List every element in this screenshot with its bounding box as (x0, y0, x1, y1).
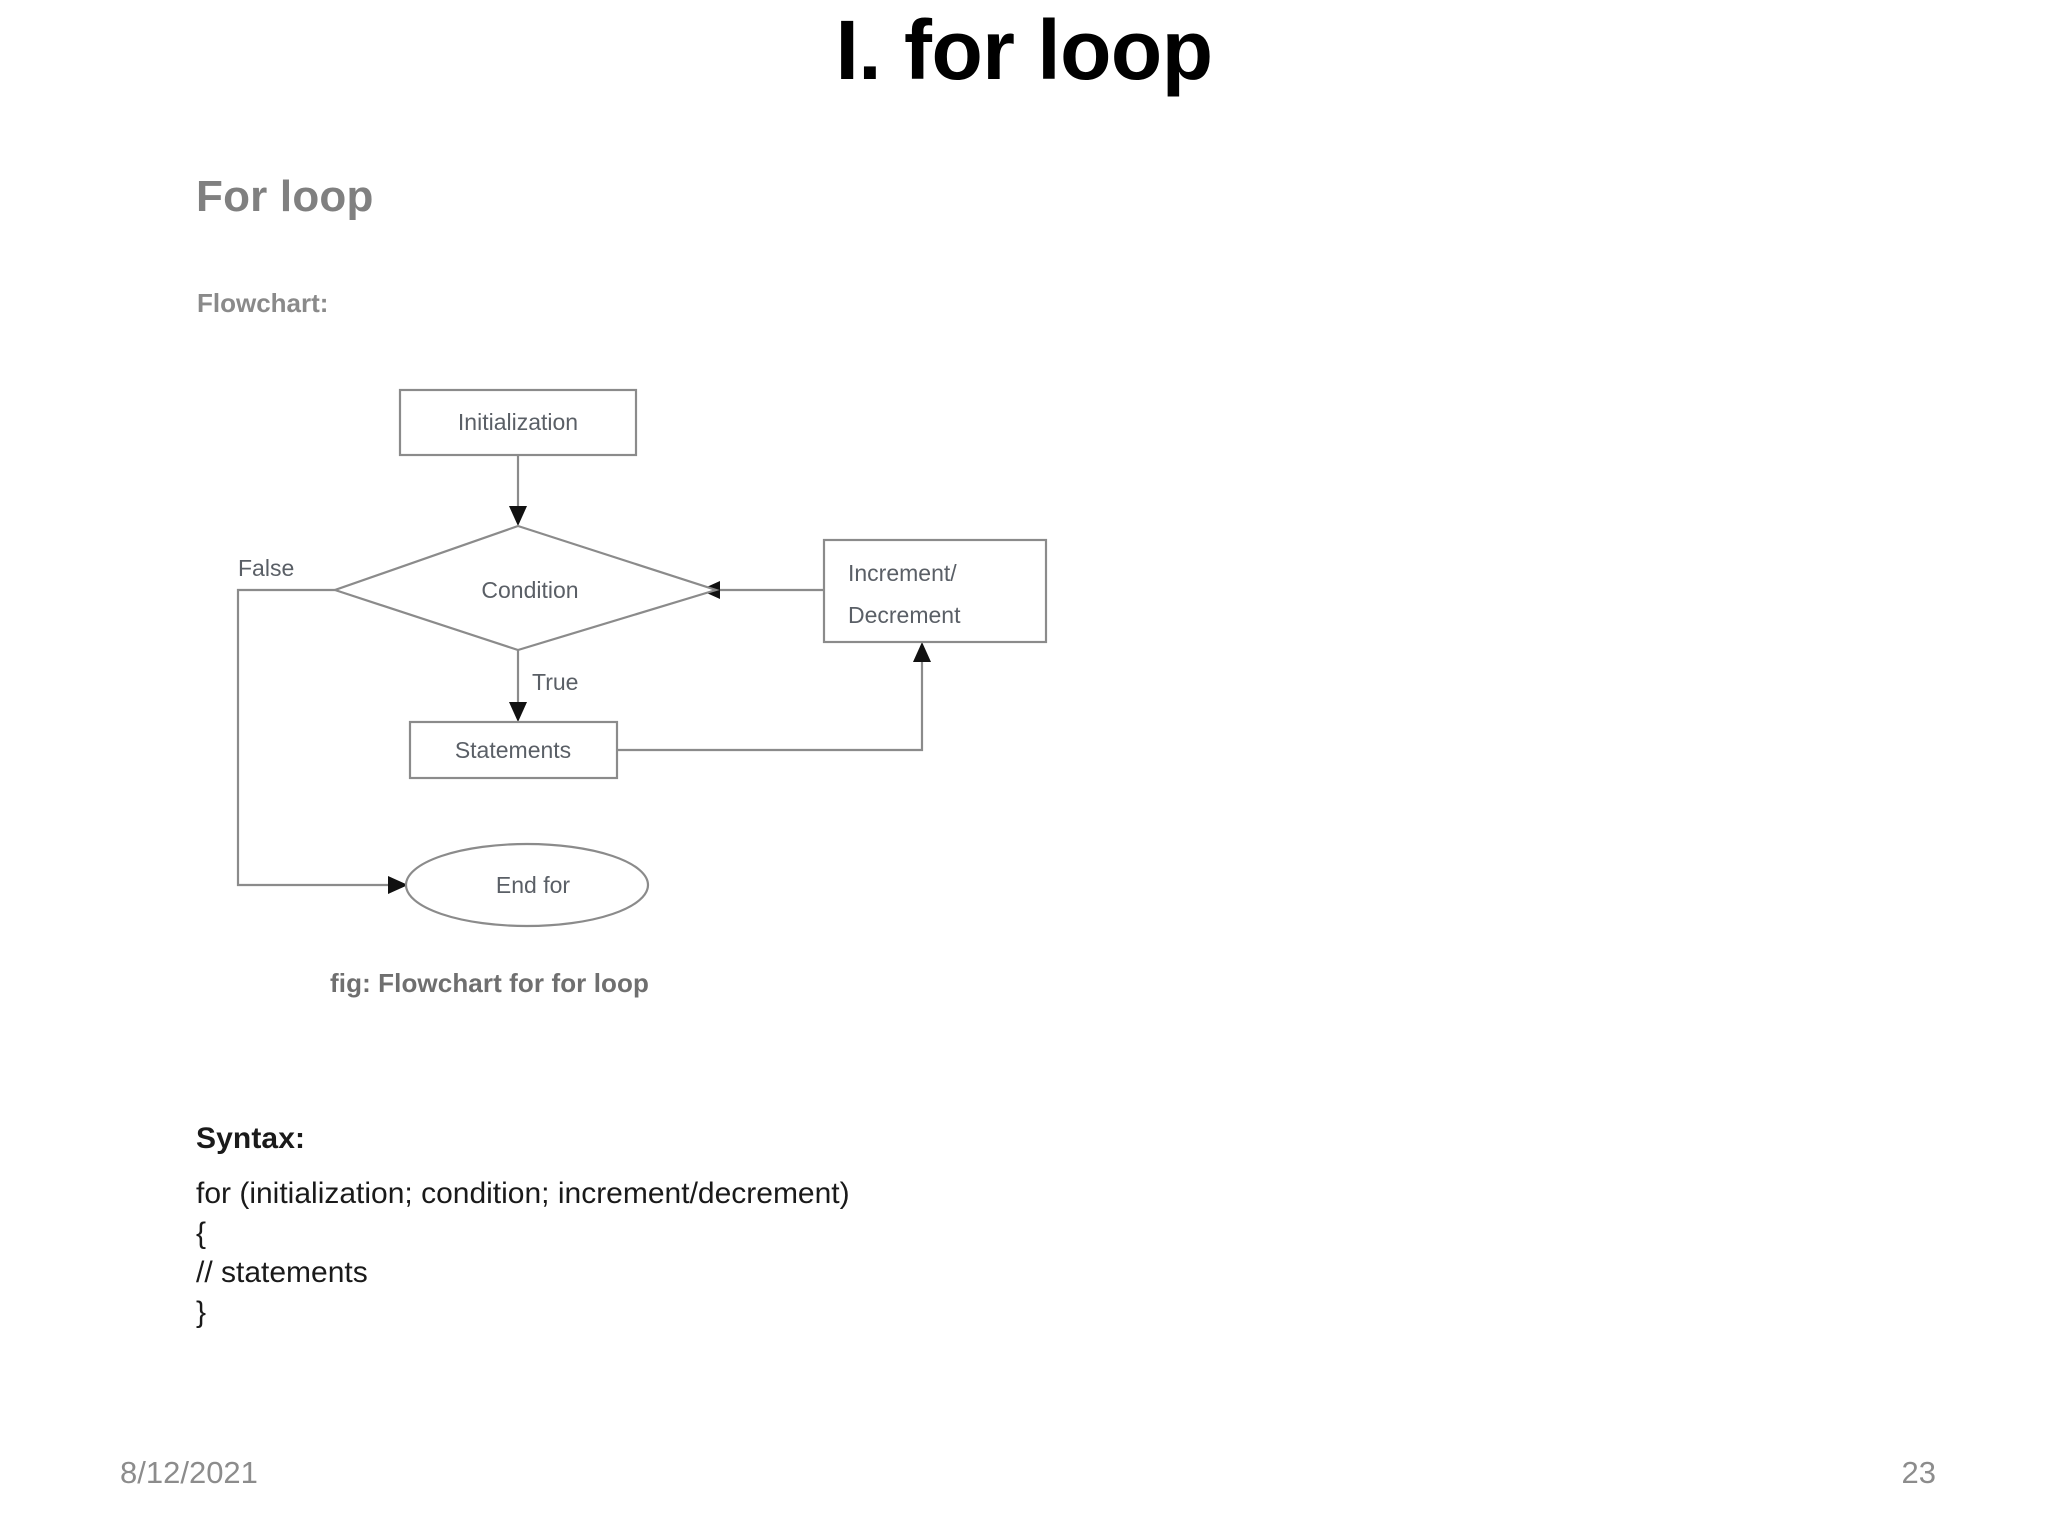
syntax-code-line: } (196, 1295, 207, 1329)
figure-caption: fig: Flowchart for for loop (330, 968, 649, 998)
node-statements (408, 720, 619, 780)
flowchart-diagram: Initialization Condition False True Incr… (236, 388, 1048, 928)
node-end-for (404, 842, 650, 928)
edge-label-false: False (238, 555, 294, 581)
arrowhead-false-to-endfor (388, 876, 408, 894)
edge-statements-to-increment (617, 658, 924, 752)
syntax-block: Syntax: for (initialization; condition; … (196, 1122, 1396, 1332)
node-statements-label: Statements (455, 737, 571, 763)
node-increment-decrement-label-line2: Decrement (848, 602, 961, 628)
footer-page-number: 23 (1901, 1455, 1936, 1490)
arrowhead-statements-to-increment (913, 642, 931, 662)
section-heading: For loop (196, 172, 374, 221)
node-increment-decrement-label-line1: Increment/ (848, 560, 957, 586)
arrowhead-initialization-to-condition (509, 506, 527, 526)
flowchart-label: Flowchart: (197, 288, 329, 318)
page-title: I. for loop (835, 3, 1213, 97)
syntax-code-line: for (initialization; condition; incremen… (196, 1177, 850, 1210)
edge-condition-false-to-endfor (236, 588, 392, 887)
arrowhead-true-to-statements (509, 702, 527, 722)
footer-date: 8/12/2021 (120, 1455, 258, 1490)
node-increment-decrement (822, 538, 1048, 644)
node-initialization (398, 388, 638, 457)
node-condition (331, 524, 720, 652)
node-end-for-label: End for (496, 872, 570, 898)
syntax-title: Syntax: (196, 1122, 306, 1155)
node-condition-label: Condition (481, 577, 578, 603)
flowchart-figure: Initialization Condition False True Incr… (200, 360, 1100, 1020)
syntax-code-line: // statements (196, 1256, 368, 1290)
node-initialization-label: Initialization (458, 409, 578, 435)
syntax-code-line: { (196, 1216, 207, 1250)
edge-label-true: True (532, 669, 578, 695)
